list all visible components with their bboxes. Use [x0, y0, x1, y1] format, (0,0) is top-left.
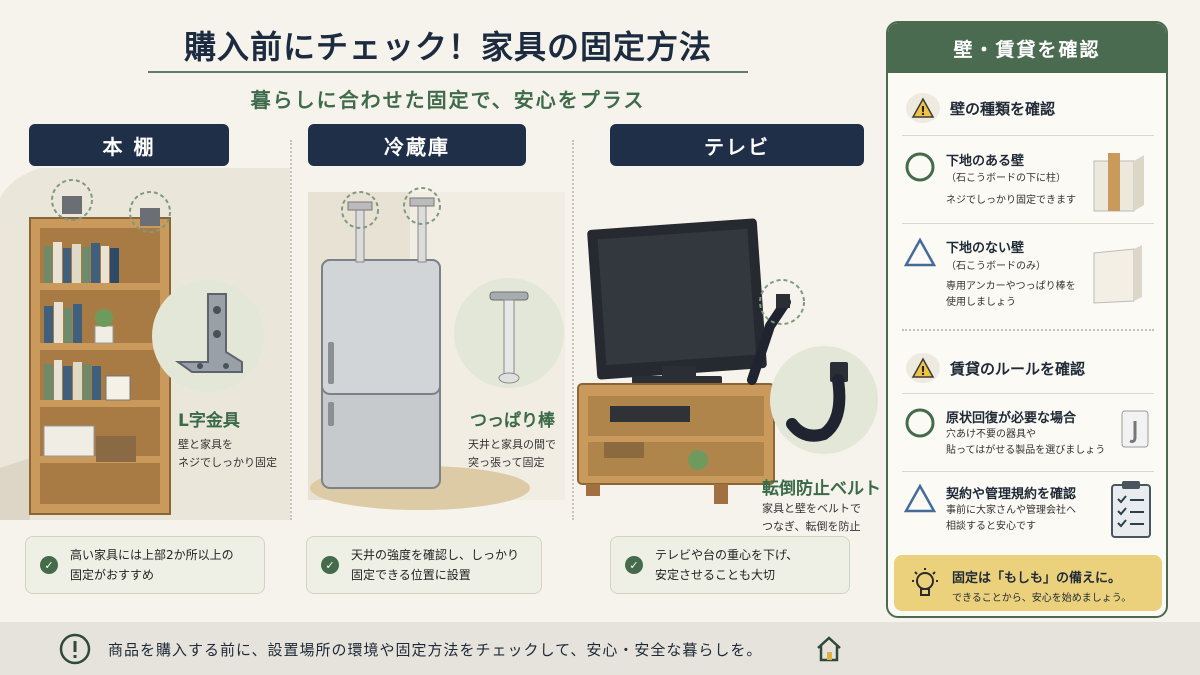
tip-text: 固定できる位置に設置: [351, 568, 471, 582]
triangle-symbol-icon: [904, 483, 936, 513]
tip-text: 固定がおすすめ: [70, 568, 155, 582]
item-title-tension-rod: つっぱり棒: [470, 411, 555, 431]
title-underline: [148, 71, 748, 73]
triangle-symbol-icon: [904, 237, 936, 267]
tip-text: テレビや台の重心を下げ、: [655, 548, 799, 562]
tip-box-bookshelf: ✓ 高い家具には上部2か所以上の 固定がおすすめ: [25, 536, 265, 594]
note-title: 固定は「もしも」の備えに。: [952, 571, 1122, 586]
wall-item-with-studs: 下地のある壁 （石こうボードの下に柱） ネジでしっかり固定できます: [902, 147, 1154, 221]
page-subtitle: 暮らしに合わせた固定で、安心をプラス: [250, 88, 646, 112]
page-title: 購入前にチェック！家具の固定方法: [183, 28, 712, 66]
svg-text:!: !: [920, 364, 925, 378]
drywall-illustration: [1093, 245, 1142, 304]
tip-box-tv: ✓ テレビや台の重心を下げ、 安定させることも大切: [610, 536, 850, 594]
tip-text: 安定させることも大切: [655, 568, 776, 582]
item-desc-l-bracket: 壁と家具を ネジでしっかり固定: [178, 438, 277, 469]
circle-symbol-icon: [905, 152, 935, 182]
l-bracket-icon: [174, 293, 243, 373]
section-label-fridge: 冷蔵庫: [308, 124, 526, 166]
svg-text:!: !: [920, 104, 925, 118]
home-icon: [817, 636, 841, 662]
wall-type-heading: ! 壁の種類を確認: [906, 93, 1055, 123]
tip-text: 天井の強度を確認し、しっかり: [351, 548, 520, 562]
section-label-bookshelf: 本 棚: [29, 124, 229, 166]
rent-item-restoration: 原状回復が必要な場合 穴あけ不要の器具や 貼ってはがせる製品を選びましょう: [902, 403, 1154, 469]
item-desc-safety-belt: 家具と壁をベルトで つなぎ、転倒を防止: [762, 502, 861, 533]
bookshelf-illustration: [0, 168, 290, 520]
tv-illustration: [577, 218, 805, 504]
wall-stud-illustration: [1093, 153, 1144, 212]
warning-icon: !: [911, 97, 935, 118]
adhesive-hook-icon: [1121, 410, 1149, 448]
check-icon: ✓: [625, 556, 643, 574]
clipboard-checklist-icon: [1111, 481, 1151, 538]
tip-box-fridge: ✓ 天井の強度を確認し、しっかり 固定できる位置に設置: [306, 536, 542, 594]
wall-item-without-studs: 下地のない壁 （石こうボードのみ） 専用アンカーやつっぱり棒を 使用しましょう: [902, 233, 1154, 329]
safety-belt-icon: [786, 362, 848, 442]
circle-symbol-icon: [905, 408, 935, 438]
footer-bar: 商品を購入する前に、設置場所の環境や固定方法をチェックして、安心・安全な暮らしを…: [0, 622, 1200, 675]
footer-message: 商品を購入する前に、設置場所の環境や固定方法をチェックして、安心・安全な暮らしを…: [108, 641, 763, 659]
check-icon: ✓: [40, 556, 58, 574]
tip-text: 高い家具には上部2か所以上の: [70, 548, 234, 562]
section-divider: [572, 140, 574, 520]
rent-item-contract: 契約や管理規約を確認 事前に大家さんや管理会社へ 相談すると安心です: [902, 479, 1154, 549]
section-label-tv: テレビ: [610, 124, 864, 166]
check-icon: ✓: [321, 556, 339, 574]
wall-rental-panel: 壁・賃貸を確認 ! 壁の種類を確認 下地のある壁 （石こうボードの下に柱） ネジ…: [886, 21, 1168, 618]
warning-icon: !: [911, 357, 935, 378]
note-desc: できることから、安心を始めましょう。: [952, 593, 1132, 604]
tension-rod-icon: [489, 291, 529, 384]
exclamation-icon: [59, 633, 91, 665]
lightbulb-icon: [912, 568, 938, 596]
item-desc-tension-rod: 天井と家具の間で 突っ張って固定: [468, 438, 556, 469]
item-title-l-bracket: L字金具: [178, 411, 240, 431]
rental-rules-heading: ! 賃貸のルールを確認: [906, 353, 1085, 383]
section-divider: [290, 140, 292, 520]
item-title-safety-belt: 転倒防止ベルト: [762, 479, 881, 499]
reminder-note: 固定は「もしも」の備えに。 できることから、安心を始めましょう。: [894, 555, 1162, 611]
panel-title: 壁・賃貸を確認: [888, 23, 1166, 73]
